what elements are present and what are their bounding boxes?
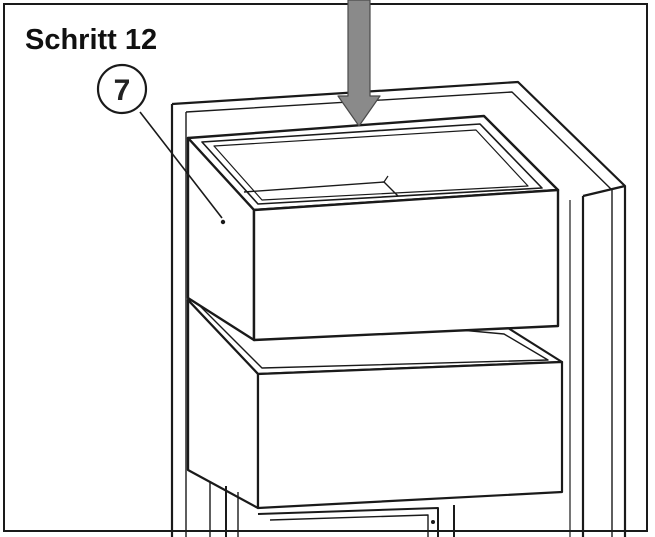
door-window [269, 514, 429, 537]
arrow-down-icon [337, 0, 381, 127]
door-top-edge [257, 507, 439, 537]
upper-module-screw-dot [220, 219, 226, 225]
callout-number: 7 [114, 74, 131, 107]
upper-module-rim-inner [201, 123, 543, 205]
callout-leader-line [139, 111, 223, 219]
lower-module [186, 298, 564, 510]
upper-module [186, 114, 560, 342]
callout-7: 7 [96, 63, 223, 219]
step-title: Schritt 12 [25, 24, 158, 56]
upper-module-rim-inner2 [213, 129, 529, 201]
firebox-door [225, 486, 455, 537]
upper-module-inner-back [383, 175, 389, 183]
body-outer-frame [171, 80, 627, 537]
side-panel-top-edge [582, 184, 626, 198]
stove-body [170, 80, 627, 537]
callout-circle [96, 63, 148, 115]
upper-module-front-face [252, 188, 560, 342]
door-handle-dot [431, 520, 435, 524]
lower-module-face [256, 360, 564, 510]
